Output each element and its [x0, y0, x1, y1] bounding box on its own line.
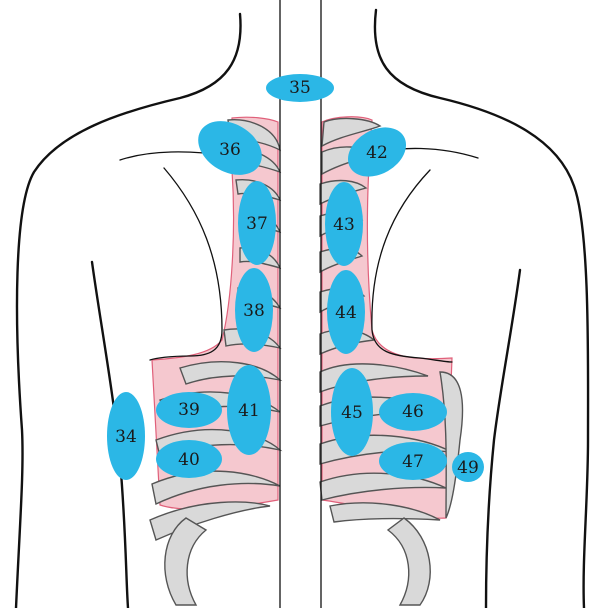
point-label: 39 [178, 400, 200, 420]
right-floating-rib [388, 518, 430, 605]
point-markers [107, 74, 484, 482]
point-label: 44 [335, 303, 357, 323]
point-label: 42 [366, 143, 388, 163]
point-label: 36 [219, 140, 241, 160]
point-label: 45 [341, 403, 363, 423]
point-label: 38 [243, 301, 265, 321]
point-label: 37 [246, 214, 268, 234]
point-label: 43 [333, 215, 355, 235]
point-label: 46 [402, 402, 424, 422]
point-label: 47 [402, 452, 424, 472]
point-label: 49 [457, 458, 479, 478]
point-label: 41 [238, 401, 260, 421]
point-label: 34 [115, 427, 137, 447]
point-label: 35 [289, 78, 311, 98]
point-label: 40 [178, 450, 200, 470]
